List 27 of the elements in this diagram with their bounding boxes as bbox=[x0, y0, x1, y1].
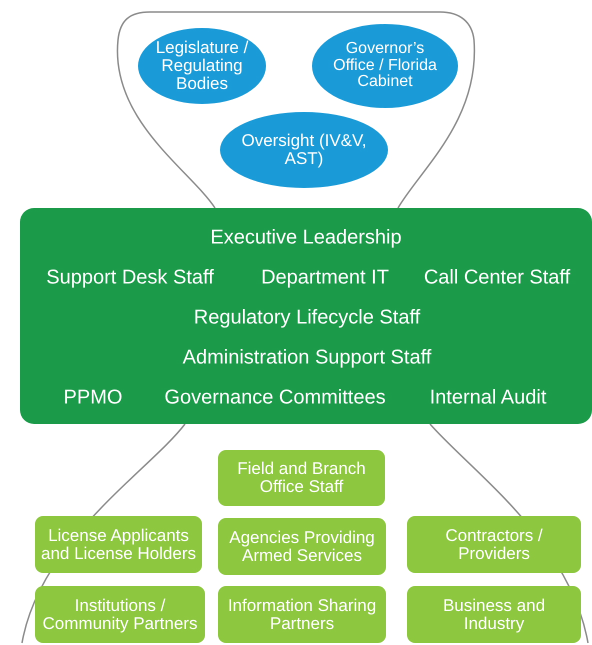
stakeholder-box bbox=[35, 516, 202, 573]
core-group-panel bbox=[20, 208, 592, 424]
stakeholder-label: License Applicants and License Holders bbox=[40, 526, 197, 562]
stakeholder-box bbox=[407, 586, 581, 643]
stakeholder-label: Legislature / Regulating Bodies bbox=[154, 39, 250, 93]
group-label: Administration Support Staff bbox=[182, 348, 432, 368]
stakeholder-label: Business and Industry bbox=[442, 596, 546, 632]
stakeholder-box bbox=[407, 516, 581, 573]
stakeholder-label: Contractors / Providers bbox=[444, 526, 544, 562]
stakeholder-box bbox=[218, 450, 385, 506]
stakeholder-label: Institutions / Community Partners bbox=[42, 596, 198, 632]
group-label: Department IT bbox=[261, 268, 389, 288]
group-label: Executive Leadership bbox=[210, 228, 402, 248]
stakeholder-label: Governor’s Office / Florida Cabinet bbox=[332, 40, 438, 92]
group-label: Regulatory Lifecycle Staff bbox=[194, 308, 420, 328]
group-label: Governance Committees bbox=[164, 388, 386, 408]
stakeholder-label: Information Sharing Partners bbox=[226, 596, 378, 632]
stakeholder-box bbox=[218, 586, 386, 643]
group-label: Call Center Staff bbox=[424, 268, 570, 288]
stakeholder-label: Oversight (IV&V, AST) bbox=[240, 132, 368, 168]
stakeholder-label: Field and Branch Office Staff bbox=[236, 460, 367, 496]
stakeholder-box bbox=[35, 586, 205, 643]
group-label: Internal Audit bbox=[430, 388, 546, 408]
stakeholder-label: Agencies Providing Armed Services bbox=[228, 528, 376, 564]
group-label: PPMO bbox=[64, 388, 122, 408]
stakeholder-box bbox=[218, 518, 386, 575]
group-label: Support Desk Staff bbox=[46, 268, 214, 288]
